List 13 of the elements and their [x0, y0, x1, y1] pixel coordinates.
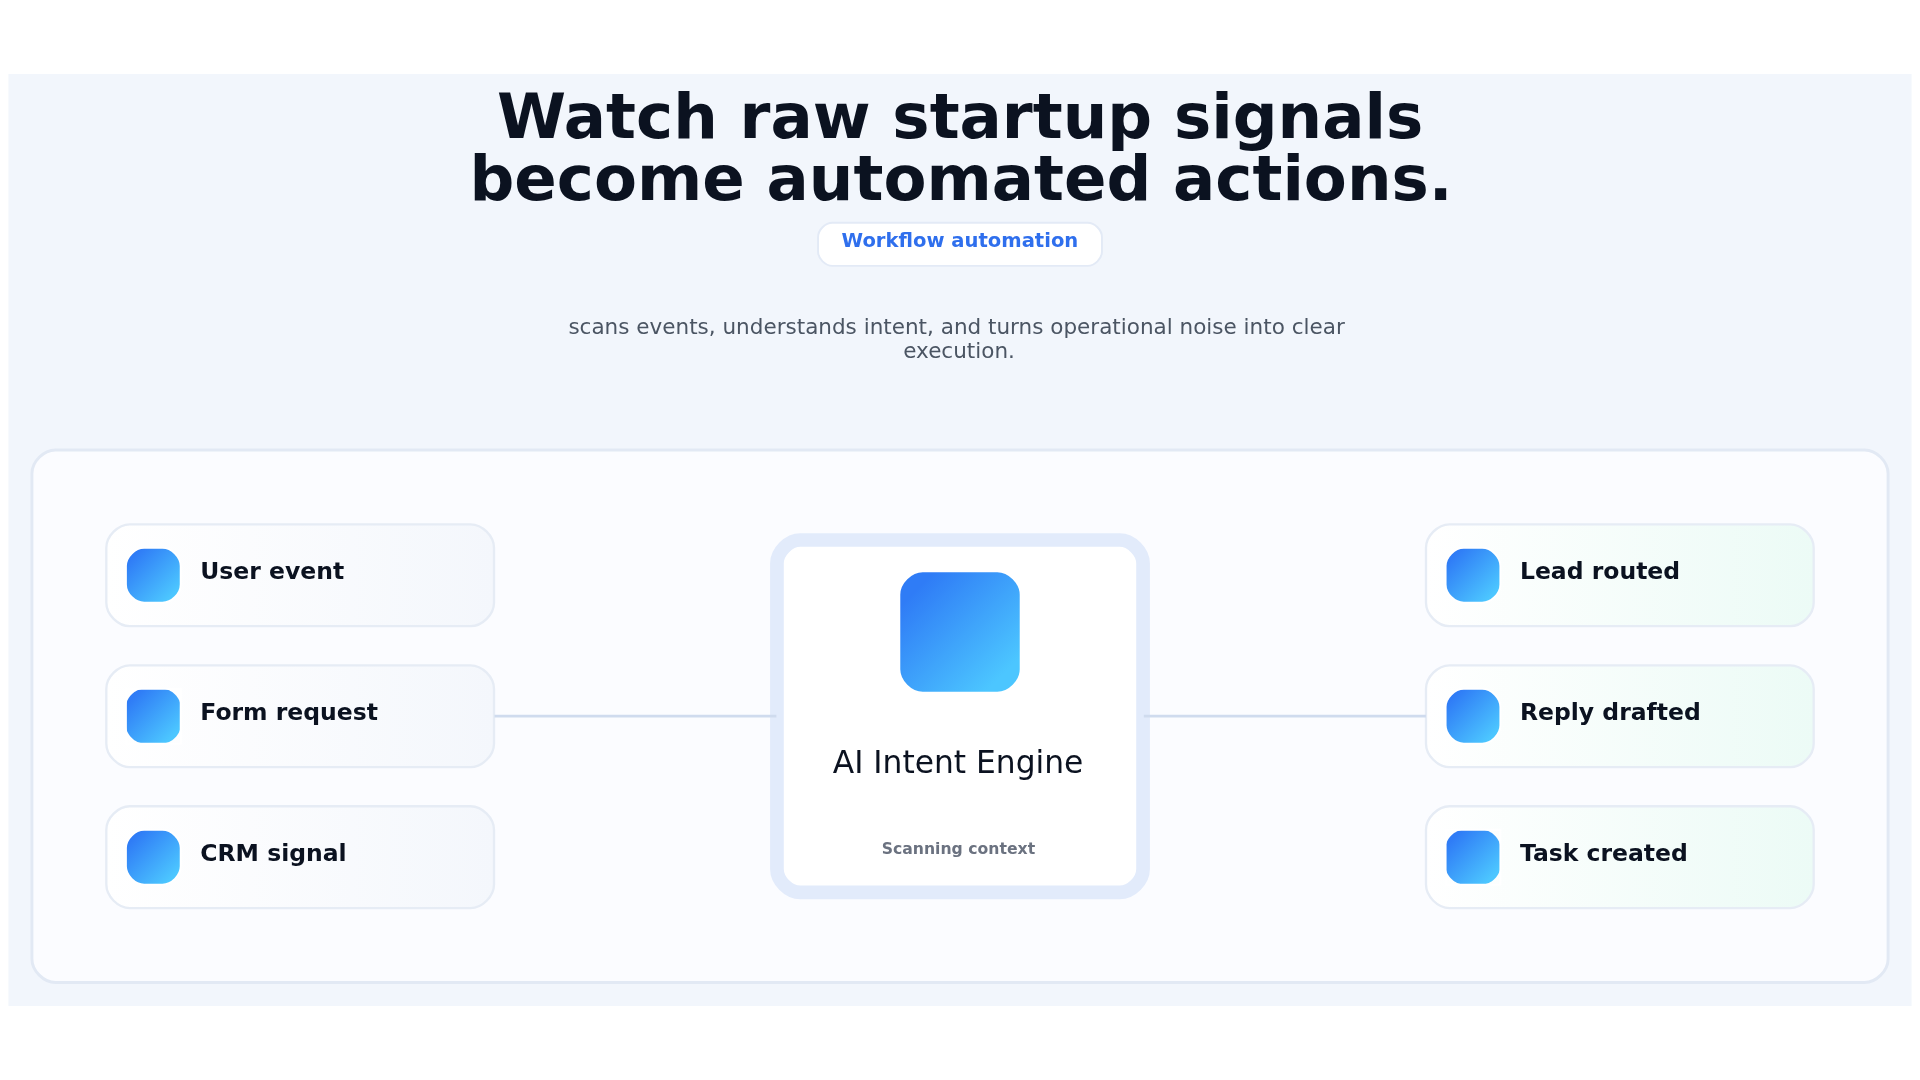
diagram-title: Watch raw startup signals become automated actions. [469, 79, 1453, 216]
node-box: AI Intent Engine Scanning context [770, 533, 1150, 900]
connector [494, 714, 777, 718]
node-box: Workflow automation [817, 221, 1103, 267]
cluster [30, 448, 1890, 984]
node-box: Lead routed [1424, 523, 1815, 628]
connector [1143, 714, 1426, 718]
node-box: Reply drafted [1424, 664, 1815, 769]
node-box: Form request [105, 664, 496, 769]
node-box: User event [105, 523, 496, 628]
label: scans events, understands intent, and turns operational noise into clear execution. [568, 314, 1345, 363]
node-box: CRM signal [105, 805, 496, 910]
node-box: Task created [1424, 805, 1815, 910]
